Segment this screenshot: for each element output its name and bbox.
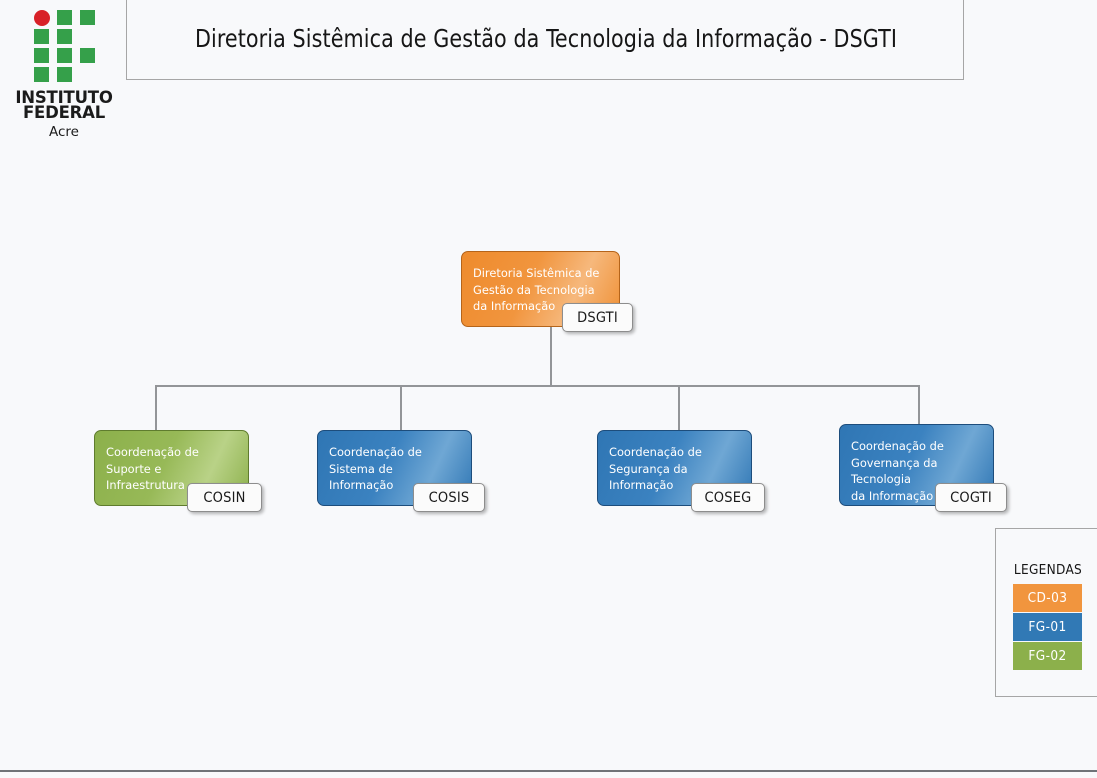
connector-horizontal-bus: [155, 385, 919, 387]
logo-cell: [57, 29, 72, 44]
org-node-cosin-label: Coordenação de Suporte e Infraestrutura: [106, 445, 199, 492]
org-node-cogti-label: Coordenação de Governança da Tecnologia …: [851, 439, 944, 503]
logo-wordmark-line2: FEDERAL: [22, 103, 106, 122]
org-node-cosis-acronym-badge[interactable]: COSIS: [413, 483, 485, 512]
logo-cell: [80, 48, 95, 63]
logo-red-dot: [34, 10, 50, 26]
bottom-divider: [0, 770, 1097, 772]
page-title-box: Diretoria Sistêmica de Gestão da Tecnolo…: [126, 0, 964, 80]
org-node-cosin-acronym-badge[interactable]: COSIN: [187, 483, 262, 512]
org-node-cosis[interactable]: Coordenação de Sistema de Informação: [317, 430, 472, 506]
org-node-dsgti-label: Diretoria Sistêmica de Gestão da Tecnolo…: [473, 266, 600, 313]
logo-cell: [34, 67, 49, 82]
logo-campus-name: Acre: [49, 124, 79, 140]
legend-item-fg-02[interactable]: FG-02: [1013, 642, 1082, 670]
logo-cell: [34, 29, 49, 44]
logo-cell: [57, 48, 72, 63]
page-title: Diretoria Sistêmica de Gestão da Tecnolo…: [194, 23, 898, 53]
connector-drop-cosin: [155, 385, 157, 430]
org-node-coseg-acronym-badge[interactable]: COSEG: [691, 483, 765, 512]
connector-drop-coseg: [678, 385, 680, 430]
institution-logo: INSTITUTO FEDERAL Acre: [10, 4, 118, 144]
legend-item-fg-01[interactable]: FG-01: [1013, 613, 1082, 641]
logo-wordmark-line1: INSTITUTO: [15, 88, 113, 107]
org-node-dsgti[interactable]: Diretoria Sistêmica de Gestão da Tecnolo…: [461, 251, 620, 327]
org-node-coseg-label: Coordenação de Segurança da Informação: [609, 445, 702, 492]
connector-root-stem: [550, 327, 552, 386]
org-node-cosis-label: Coordenação de Sistema de Informação: [329, 445, 422, 492]
connector-drop-cosis: [400, 385, 402, 430]
logo-cell: [57, 67, 72, 82]
connector-drop-cogti: [918, 385, 920, 430]
legend-item-cd-03[interactable]: CD-03: [1013, 584, 1082, 612]
org-node-cosin[interactable]: Coordenação de Suporte e Infraestrutura: [94, 430, 249, 506]
legend-title: LEGENDAS: [1013, 562, 1083, 578]
logo-cell: [34, 48, 49, 63]
legend-panel: LEGENDAS CD-03 FG-01 FG-02: [995, 528, 1097, 697]
logo-cell: [80, 10, 95, 25]
ifac-grid-logo: [34, 10, 96, 82]
logo-cell: [57, 10, 72, 25]
org-node-cogti-acronym-badge[interactable]: COGTI: [935, 483, 1007, 512]
org-node-dsgti-acronym-badge[interactable]: DSGTI: [562, 303, 633, 332]
